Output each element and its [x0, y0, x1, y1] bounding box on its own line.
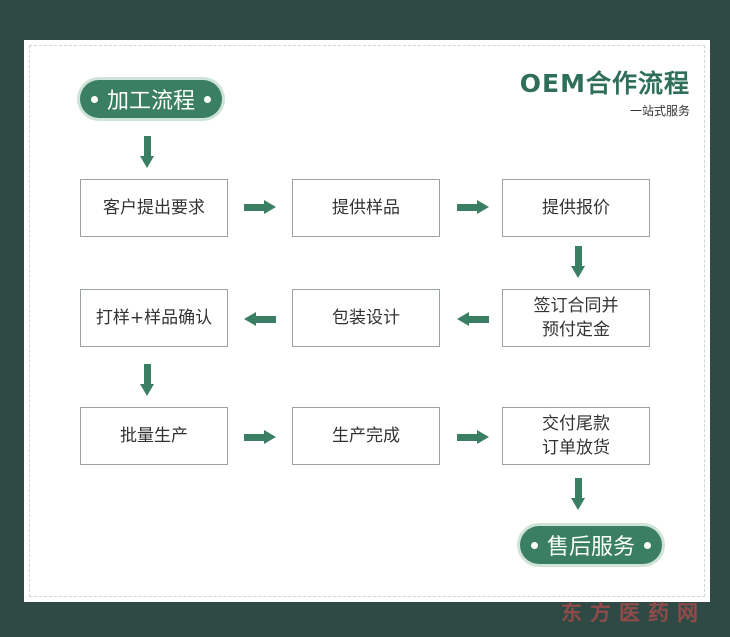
step-box-5: 包装设计 [292, 289, 440, 347]
step-box-6: 打样+样品确认 [80, 289, 228, 347]
step-box-8: 生产完成 [292, 407, 440, 465]
step-box-2: 提供样品 [292, 179, 440, 237]
step-8-line-1: 生产完成 [332, 426, 400, 446]
end-pill: 售后服务 [520, 526, 662, 564]
start-pill: 加工流程 [80, 80, 222, 118]
step-box-9: 交付尾款 订单放货 [502, 407, 650, 465]
step-7-line-1: 批量生产 [120, 426, 188, 446]
step-6-line-1: 打样+样品确认 [95, 308, 213, 328]
flowchart-card: OEM合作流程 一站式服务 加工流程 客户提出要求 提供样品 提供报价 打样+样… [24, 40, 710, 602]
step-4-line-2: 预付定金 [542, 320, 610, 340]
page-title: OEM合作流程 [519, 69, 690, 98]
step-box-4: 签订合同并 预付定金 [502, 289, 650, 347]
page-subtitle: 一站式服务 [629, 104, 690, 118]
dot-icon [90, 95, 98, 103]
step-box-3: 提供报价 [502, 179, 650, 237]
step-3-line-1: 提供报价 [542, 198, 610, 218]
step-2-line-1: 提供样品 [332, 198, 400, 218]
step-5-line-1: 包装设计 [332, 308, 400, 328]
step-9-line-2: 订单放货 [542, 438, 610, 458]
step-1-line-1: 客户提出要求 [103, 198, 205, 218]
dot-icon [530, 541, 538, 549]
step-9-line-1: 交付尾款 [542, 414, 610, 434]
watermark-logo: 东方医药网 [561, 600, 706, 625]
step-box-1: 客户提出要求 [80, 179, 228, 237]
start-pill-label: 加工流程 [106, 89, 195, 114]
dot-icon [204, 95, 211, 103]
step-box-7: 批量生产 [80, 407, 228, 465]
end-pill-label: 售后服务 [546, 535, 635, 560]
dot-icon [644, 541, 651, 549]
step-4-line-1: 签订合同并 [533, 296, 619, 316]
